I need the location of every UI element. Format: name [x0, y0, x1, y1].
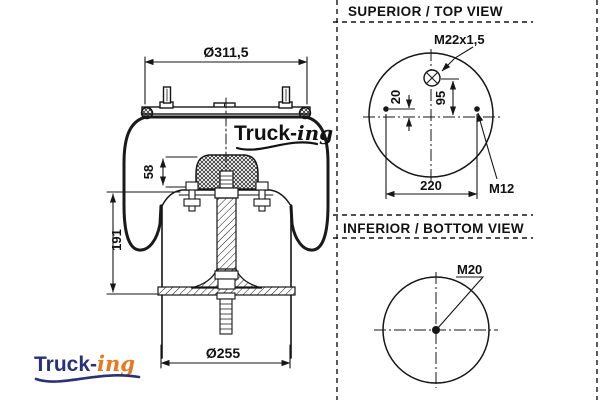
- central-rod: [214, 170, 239, 272]
- svg-text:Truck-ing: Truck-ing: [34, 351, 135, 376]
- clamp-bolt-right: [253, 181, 271, 212]
- bead-crimp-right: [298, 106, 312, 120]
- air-fitting: [423, 69, 441, 87]
- svg-text:Truck-ing: Truck-ing: [234, 121, 333, 145]
- top-stud-right: [278, 86, 293, 109]
- dim-stud-offset: [389, 95, 415, 131]
- watermark-text-ing: ing: [297, 121, 333, 145]
- top-view-title: SUPERIOR / TOP VIEW: [348, 4, 503, 19]
- bottom-view-title: INFERIOR / BOTTOM VIEW: [343, 221, 524, 236]
- dim-label-fitting-offset: 95: [433, 91, 448, 105]
- piston: [157, 170, 296, 359]
- watermark-text-truck: Truck-: [234, 122, 297, 145]
- dim-label-piston-diameter: Ø255: [206, 345, 240, 361]
- logo-text-truck: Truck-: [34, 353, 97, 376]
- logo-wave: [34, 374, 141, 383]
- dim-label-stud-spacing: 220: [420, 178, 442, 193]
- bottom-stud: [214, 270, 239, 335]
- side-view-drawing: Ø311,5: [34, 44, 333, 383]
- top-view-panel: SUPERIOR / TOP VIEW 20 95: [333, 4, 533, 199]
- clamp-bolt-left: [183, 181, 201, 212]
- air-fitting-label: M22x1,5: [434, 32, 485, 47]
- dim-label-piston-height: 191: [109, 229, 124, 251]
- stud-label-m12: M12: [489, 181, 514, 196]
- watermark-wave: [235, 141, 319, 151]
- stud-label-m20: M20: [457, 262, 482, 277]
- dim-piston-height: [106, 191, 181, 295]
- dim-fitting-offset: [441, 78, 459, 116]
- dim-label-bumper-height: 58: [141, 165, 156, 179]
- bottom-view-panel: INFERIOR / BOTTOM VIEW M20: [333, 214, 533, 388]
- watermark-logo: Truck-ing: [234, 121, 333, 151]
- dim-label-stud-offset: 20: [388, 90, 403, 104]
- stud-leader-m12: [477, 112, 498, 180]
- stud-leader-m20: [436, 276, 485, 330]
- dim-label-top-diameter: Ø311,5: [203, 44, 248, 60]
- top-stud-left: [159, 86, 174, 109]
- dim-stud-spacing: [385, 114, 478, 199]
- dim-top-plate-diameter: [144, 56, 308, 105]
- air-fitting-leader: [441, 46, 474, 72]
- brand-logo: Truck-ing: [34, 351, 141, 383]
- dim-piston-diameter: [160, 344, 291, 369]
- logo-text-ing: ing: [97, 351, 135, 376]
- bead-crimp-left: [140, 106, 154, 120]
- stud-point-right: [474, 106, 480, 112]
- stud-point-left: [383, 106, 389, 112]
